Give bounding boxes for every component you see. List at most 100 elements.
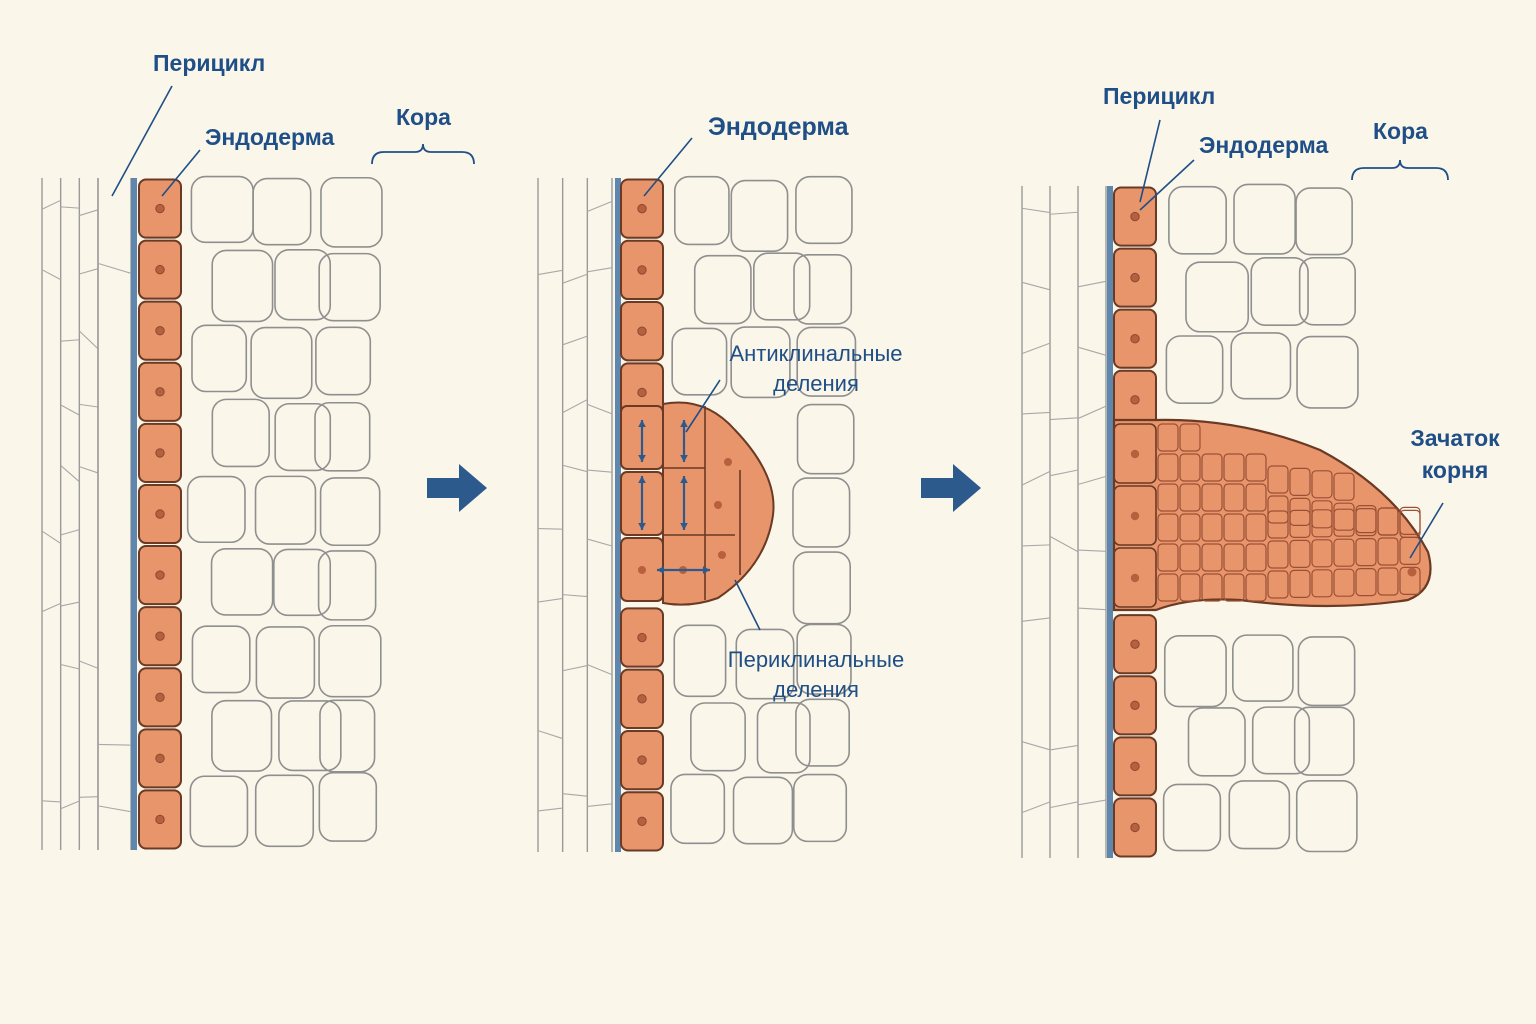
- panel2-pericycle-cell-nucleus: [637, 265, 647, 275]
- panel3-vascular-cross-wall: [1021, 617, 1051, 622]
- panel3-cortex-cell: [1162, 783, 1222, 852]
- panel3-primordium-cell: [1223, 453, 1245, 482]
- panel2-cortex-cell: [735, 628, 795, 700]
- panel1-endodermis-strip: [131, 178, 137, 850]
- panel2-cortex-cell: [730, 326, 791, 399]
- panel2-cortex-cell: [792, 773, 848, 843]
- panel1-cortex-cell: [211, 398, 270, 468]
- panel3-cortex-cell: [1297, 636, 1356, 707]
- panel3-primordium-cell: [1245, 483, 1267, 512]
- panel3-pericycle-cell-nucleus: [1130, 334, 1140, 344]
- panel2-cortex-cell: [756, 701, 811, 774]
- panel2-vascular-cross-wall: [562, 464, 588, 473]
- panel2-cortex-cell: [693, 254, 752, 325]
- panel3-primordium-cell: [1333, 568, 1355, 597]
- panel2-vascular-cross-wall: [562, 594, 588, 598]
- panel2-periclinal-arrow-head: [702, 566, 710, 574]
- primordium-line2: корня: [1421, 456, 1489, 483]
- panel1-leader-endodermis: [161, 149, 201, 197]
- panel3-cortex-cell: [1233, 183, 1296, 255]
- panel1-cortex-cell: [274, 249, 332, 321]
- panel1-pericycle-cell-nucleus: [155, 203, 165, 214]
- panel2-vascular-cross-wall: [587, 803, 613, 808]
- panel3-primordium-cell: [1267, 570, 1289, 599]
- panel3-cortex-cell: [1228, 780, 1291, 850]
- panel3-vascular-cross-wall: [1077, 549, 1107, 552]
- panel2-pericycle-cell-nucleus: [637, 326, 647, 336]
- panel2-leader-anticlinal: [685, 379, 721, 433]
- panel2-vascular-cross-wall: [562, 399, 588, 414]
- panel2-leader-periclinal: [734, 579, 761, 631]
- panel2-anticlinal-arrow-head: [638, 420, 646, 428]
- panel3-primordium-cell: [1289, 467, 1311, 496]
- panel2-vascular-cross-wall: [537, 269, 563, 276]
- panel1-cortex-cell: [211, 249, 274, 323]
- panel3-vascular-cross-wall: [1021, 801, 1051, 814]
- panel3-vascular-cross-wall: [1021, 342, 1051, 355]
- panel3-primordium-cell: [1311, 470, 1333, 499]
- periclinal-line1: Периклинальные: [727, 647, 905, 672]
- panel3-primordium-cell: [1179, 423, 1201, 452]
- panel1-vascular-cross-wall: [60, 529, 80, 536]
- panel3-vascular-cross-wall: [1077, 346, 1107, 356]
- panel1-vascular-cross-wall: [60, 404, 80, 416]
- panel3-endodermis-strip: [1107, 186, 1113, 858]
- panel3-primordium-cell: [1289, 497, 1311, 526]
- panel3-primordium-cell: [1157, 573, 1179, 602]
- panel1-cortex-cell: [254, 475, 317, 545]
- panel2-cortex-cell: [795, 175, 853, 245]
- panel1-label-endodermis: Эндодерма: [205, 124, 335, 150]
- panel3-cortex-cell: [1295, 780, 1358, 853]
- panel2-cortex-cell: [796, 403, 855, 475]
- panel3-primordium-cell: [1157, 453, 1179, 482]
- panel1-cortex-cell: [318, 252, 381, 322]
- periclinal-line2: деления: [773, 677, 859, 703]
- panel1-cortex-cell: [317, 550, 377, 621]
- panel2-vascular-cross-wall: [587, 469, 613, 473]
- panel2-pericycle-cell-nucleus: [637, 632, 647, 643]
- panel2-vascular-cross-wall: [587, 538, 613, 547]
- panel2-dome-nucleus: [724, 458, 732, 466]
- panel3-vascular-cross-wall: [1021, 411, 1051, 415]
- panel2-vascular-cross-wall: [562, 273, 588, 284]
- panel3-primordium-cell: [1311, 509, 1333, 538]
- panel1-inner-cross-wall: [97, 743, 132, 746]
- panel3-cortex-cell: [1163, 635, 1227, 708]
- panel2-cortex-cell: [796, 623, 852, 695]
- panel3-label-pericycle: Перицикл: [1103, 83, 1216, 109]
- panel1-cortex-cell: [319, 477, 381, 547]
- panel1-inner-cross-wall: [97, 262, 132, 274]
- panel3-primordium-cell: [1201, 573, 1223, 602]
- panel2-anticlinal-arrow-head: [638, 476, 646, 484]
- panel2-vascular-cross-wall: [537, 807, 563, 812]
- panel1-vascular-cross-wall: [79, 466, 99, 474]
- panel2-anticlinal-arrow-head: [638, 454, 646, 462]
- panel1-vascular-cross-wall: [41, 800, 61, 803]
- panel1-cortex-cell: [319, 699, 376, 773]
- panel3-base-nucleus: [1130, 449, 1140, 459]
- panel3-cortex-cell: [1232, 634, 1294, 702]
- panel3-primordium-cell: [1223, 513, 1245, 542]
- panel3-primordium-cell: [1179, 483, 1201, 512]
- panel1-vascular-cross-wall: [41, 269, 61, 281]
- panel3-cortex-cell: [1187, 707, 1246, 777]
- panel3-leader-pericycle: [1139, 119, 1161, 203]
- panel3-primordium-cell: [1201, 483, 1223, 512]
- panel2-pericycle-cell-nucleus: [637, 203, 647, 214]
- panel1-pericycle-cell-nucleus: [155, 631, 165, 641]
- panel3-primordium-cell: [1157, 483, 1179, 512]
- panel1-pericycle-cell-nucleus: [155, 387, 165, 397]
- panel2-anticlinal-arrow-head: [680, 522, 688, 530]
- panel1-pericycle-cell-nucleus: [155, 448, 165, 458]
- panel3-primordium-cell: [1267, 495, 1289, 524]
- panel3-vascular-cross-wall: [1021, 470, 1051, 486]
- panel3-vascular-cross-wall: [1077, 799, 1107, 806]
- panel3-primordium-cell: [1377, 507, 1399, 536]
- panel2-cortex-cell: [795, 698, 851, 767]
- panel1-cortex-cell: [320, 176, 383, 248]
- panel2-pericycle-cell-nucleus: [637, 387, 647, 398]
- panel1-vascular-cross-wall: [79, 268, 99, 275]
- step-arrow-1: [427, 464, 487, 512]
- panel1-vascular-cross-wall: [79, 796, 99, 798]
